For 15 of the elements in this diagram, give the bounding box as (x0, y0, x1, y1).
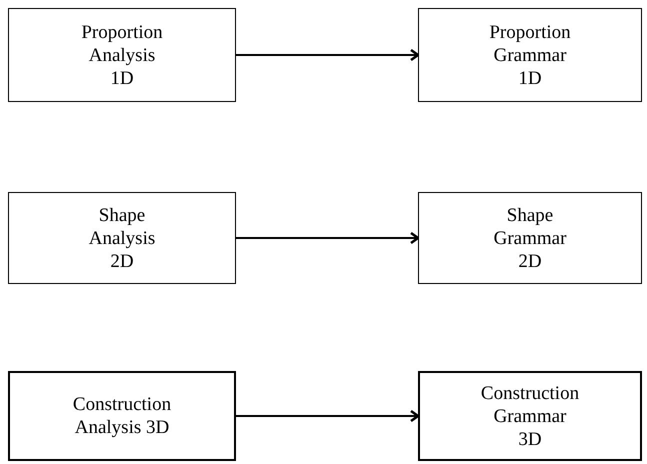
box-label: Shape Grammar 2D (494, 204, 566, 272)
box-label: Proportion Analysis 1D (81, 20, 163, 90)
arrow (236, 48, 420, 62)
box-label: Shape Analysis 2D (88, 204, 156, 272)
box-label: Proportion Grammar 1D (489, 20, 571, 90)
box-label: Construction Analysis 3D (72, 393, 172, 439)
arrow (236, 232, 420, 244)
text-box (418, 192, 642, 284)
text-box (8, 371, 236, 461)
arrow (236, 410, 420, 422)
text-box (8, 8, 236, 102)
text-box (418, 8, 642, 102)
text-box (418, 371, 642, 461)
text-box (8, 192, 236, 284)
box-label: Construction Grammar 3D (480, 382, 580, 450)
